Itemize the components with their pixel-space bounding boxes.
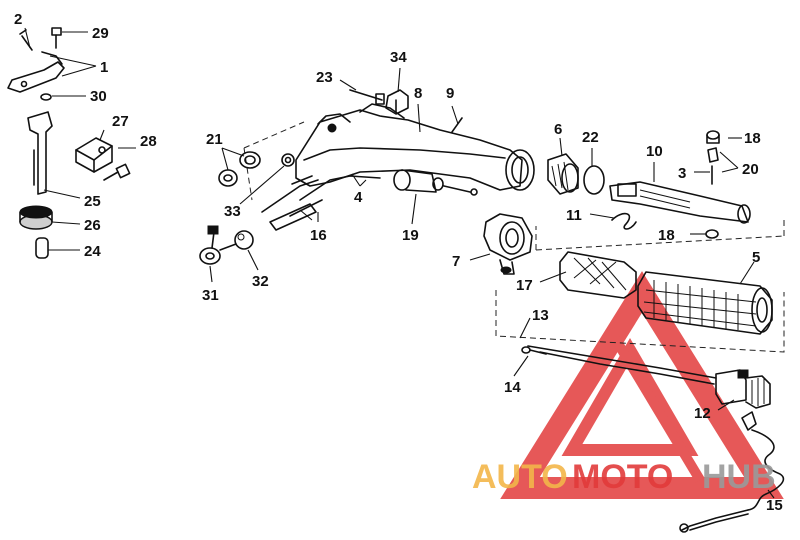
watermark-moto: MOTO: [572, 458, 673, 496]
callout-23: 23: [316, 69, 333, 86]
part-27-clamp: [75, 137, 113, 173]
callout-20: 20: [742, 161, 759, 178]
part-23-bolt: [349, 89, 385, 105]
part-17-grip-insert: [559, 251, 637, 299]
part-10-throttle-shaft: [609, 181, 751, 224]
callout-28: 28: [140, 133, 157, 150]
part-14-terminal: [521, 346, 547, 355]
part-11-spring: [611, 212, 637, 230]
callout-12: 12: [694, 405, 711, 422]
part-30-washer: [40, 93, 52, 101]
callout-2: 2: [14, 11, 22, 28]
callout-27: 27: [112, 113, 129, 130]
callout-1: 1: [100, 59, 108, 76]
part-21-screw: [218, 151, 261, 187]
group-box-lower: [495, 290, 785, 353]
callout-19: 19: [402, 227, 419, 244]
callout-5: 5: [752, 249, 760, 266]
part-25-shaft: [27, 111, 53, 195]
callout-10: 10: [646, 143, 663, 160]
callout-8: 8: [414, 85, 422, 102]
callout-21: 21: [206, 131, 223, 148]
callout-32: 32: [252, 273, 269, 290]
part-9-pin: [451, 117, 463, 133]
part-20-clip: [707, 147, 719, 163]
callout-22: 22: [582, 129, 599, 146]
callout-25: 25: [84, 193, 101, 210]
part-22-oring: [583, 165, 605, 195]
part-19-connector: [393, 169, 478, 196]
part-32-ball: [234, 230, 254, 250]
part-31-ball-joint: [199, 225, 237, 265]
part-33-nut: [281, 153, 295, 167]
part-15-lanyard: [679, 411, 785, 533]
part-13-wire: [527, 345, 717, 385]
part-29-screw: [51, 27, 62, 49]
part-18-cap-top: [706, 130, 720, 144]
callout-4: 4: [354, 189, 363, 206]
callout-3: 3: [678, 165, 686, 182]
part-5-grip: [637, 271, 773, 335]
part-28-bolt: [103, 163, 131, 181]
callout-24: 24: [84, 243, 101, 260]
part-4-cable: [261, 175, 381, 213]
watermark-auto: AUTO: [472, 458, 568, 496]
callout-34: 34: [390, 49, 407, 66]
part-1-lever: [7, 51, 65, 93]
group-box-upper: [535, 218, 785, 251]
callout-14: 14: [504, 379, 521, 396]
part-24-bushing: [35, 237, 49, 259]
callout-33: 33: [224, 203, 241, 220]
part-12-switch: [715, 369, 771, 409]
part-26-gear: [19, 205, 53, 230]
callout-16: 16: [310, 227, 327, 244]
callout-6: 6: [554, 121, 562, 138]
callout-17: 17: [516, 277, 533, 294]
callout-7: 7: [452, 253, 460, 270]
callout-15: 15: [766, 497, 783, 514]
callout-26: 26: [84, 217, 101, 234]
callout-18-top: 18: [744, 130, 761, 147]
leader-lines: [24, 27, 775, 499]
callout-11: 11: [566, 207, 582, 224]
part-8-tiller-arm: [243, 103, 535, 201]
part-16-sleeves: [269, 199, 323, 231]
part-6-bearing: [547, 153, 579, 195]
callout-30: 30: [90, 88, 107, 105]
callout-9: 9: [446, 85, 454, 102]
callout-13: 13: [532, 307, 549, 324]
callout-31: 31: [202, 287, 219, 304]
callout-18-bottom: 18: [658, 227, 675, 244]
callout-29: 29: [92, 25, 109, 42]
watermark-text: AUTO MOTO HUB: [472, 458, 776, 496]
part-34-bracket: [385, 89, 409, 115]
watermark-logo: [500, 271, 784, 499]
part-7-collar: [483, 213, 533, 275]
watermark-hub: HUB: [702, 458, 776, 496]
part-18-cap-bottom: [705, 229, 719, 239]
callout-labels: 2 29 1 30 27 28 25 26 24 21 33 31 32 23 …: [14, 11, 783, 514]
